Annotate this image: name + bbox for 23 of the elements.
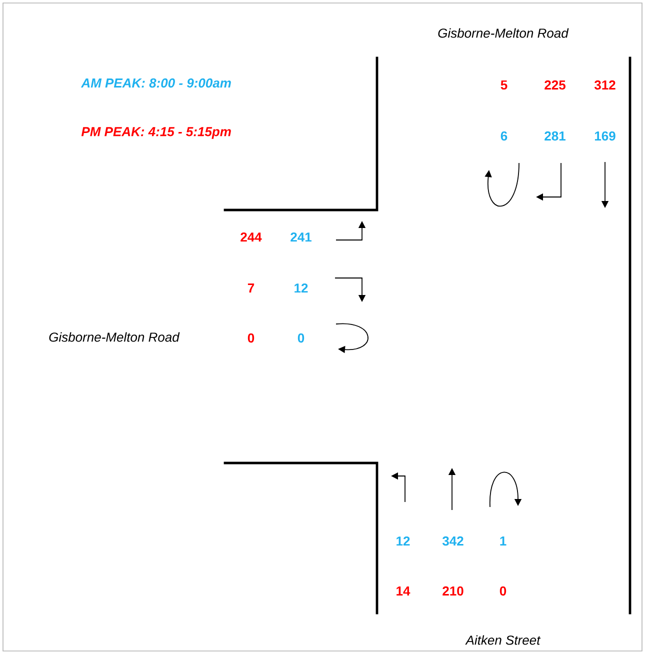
traffic-count: 14 (396, 586, 410, 596)
traffic-count: 281 (544, 131, 566, 141)
traffic-count: 0 (248, 333, 254, 343)
road-name: Gisborne-Melton Road (438, 28, 569, 38)
road-name: Aitken Street (465, 635, 541, 645)
traffic-count: 312 (594, 80, 616, 90)
legend-text: AM PEAK: 8:00 - 9:00am (80, 78, 231, 88)
traffic-count: 0 (500, 586, 506, 596)
traffic-count: 225 (544, 80, 566, 90)
traffic-count: 210 (442, 586, 464, 596)
road-name: Gisborne-Melton Road (49, 332, 180, 342)
traffic-count: 1 (500, 536, 506, 546)
traffic-count: 244 (240, 232, 262, 242)
traffic-count: 12 (294, 283, 308, 293)
traffic-count: 241 (290, 232, 312, 242)
legend-text: PM PEAK: 4:15 - 5:15pm (81, 127, 231, 139)
traffic-count: 169 (594, 131, 616, 141)
traffic-count: 6 (500, 131, 508, 141)
traffic-count: 12 (396, 536, 410, 546)
traffic-count: 7 (248, 284, 254, 292)
traffic-count: 5 (500, 80, 508, 90)
traffic-count: 0 (298, 333, 304, 343)
traffic-count: 342 (442, 536, 464, 546)
